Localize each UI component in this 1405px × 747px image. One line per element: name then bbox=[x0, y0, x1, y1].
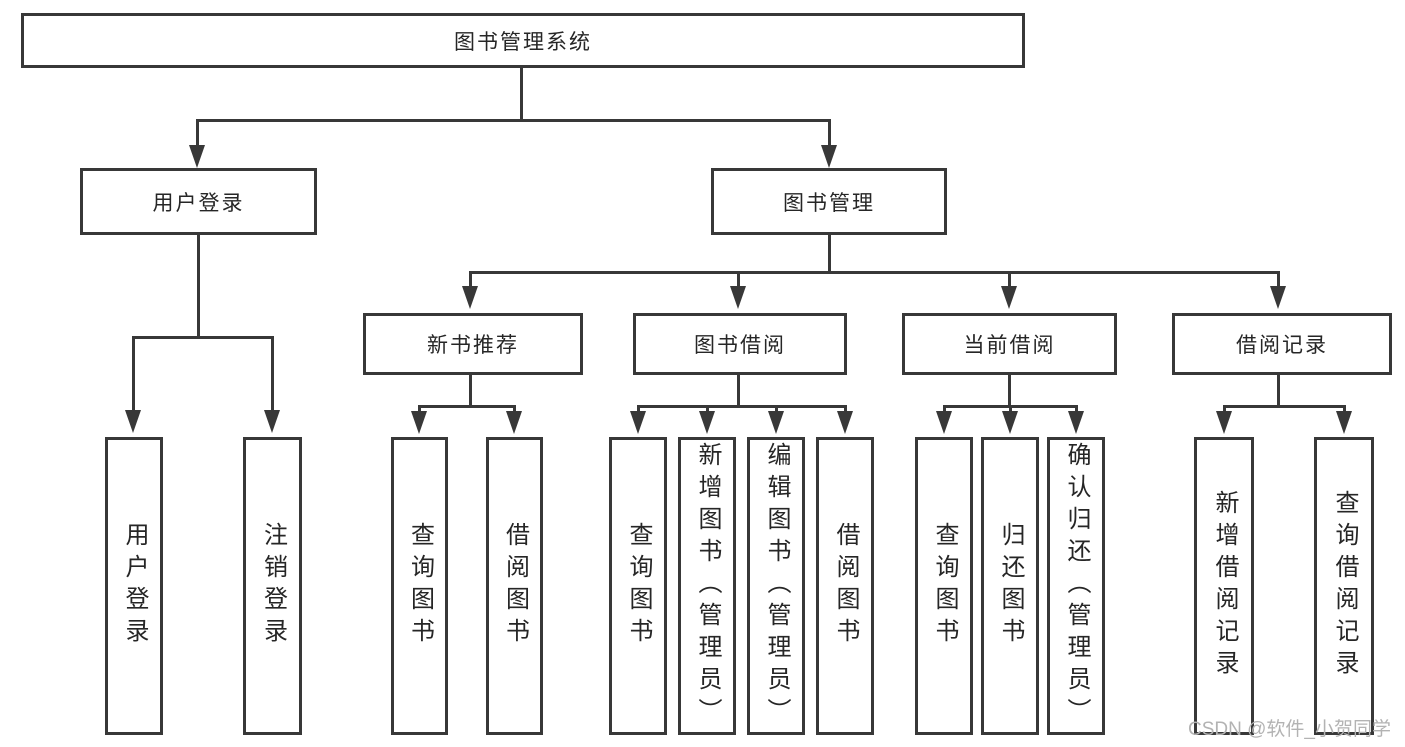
connector-line bbox=[1277, 375, 1280, 408]
node-recommend-borrow-books: 借阅图书 bbox=[486, 437, 543, 735]
arrow-down-icon bbox=[768, 411, 784, 434]
node-recommend-query-books: 查询图书 bbox=[391, 437, 448, 735]
connector-line bbox=[943, 405, 946, 413]
arrow-down-icon bbox=[411, 411, 427, 434]
node-library-management-system: 图书管理系统 bbox=[21, 13, 1025, 68]
connector-line bbox=[737, 375, 740, 408]
node-current-return-books: 归还图书 bbox=[981, 437, 1039, 735]
connector-line bbox=[520, 66, 523, 122]
connector-line bbox=[844, 405, 847, 413]
connector-line bbox=[1008, 375, 1011, 408]
connector-line bbox=[196, 119, 199, 147]
arrow-down-icon bbox=[1336, 411, 1352, 434]
connector-line bbox=[637, 405, 640, 413]
connector-line bbox=[1009, 405, 1012, 413]
connector-line bbox=[1075, 405, 1078, 413]
connector-line bbox=[418, 405, 516, 408]
connector-line bbox=[828, 119, 831, 147]
arrow-down-icon bbox=[936, 411, 952, 434]
connector-line bbox=[775, 405, 778, 413]
arrow-down-icon bbox=[1270, 286, 1286, 309]
connector-line bbox=[469, 375, 472, 408]
connector-line bbox=[1343, 405, 1346, 413]
node-current-confirm-return-admin: 确认归还（管理员） bbox=[1047, 437, 1105, 735]
csdn-watermark: CSDN @软件_小贺同学 bbox=[1188, 719, 1391, 740]
connector-line bbox=[469, 271, 472, 288]
node-borrowing-query-books: 查询图书 bbox=[609, 437, 667, 735]
arrow-down-icon bbox=[630, 411, 646, 434]
node-user-login-leaf: 用户登录 bbox=[105, 437, 163, 735]
connector-line bbox=[271, 336, 274, 411]
connector-line bbox=[132, 336, 274, 339]
connector-line bbox=[637, 405, 847, 408]
arrow-down-icon bbox=[1216, 411, 1232, 434]
arrow-down-icon bbox=[264, 410, 280, 433]
node-records-add-record: 新增借阅记录 bbox=[1194, 437, 1254, 735]
arrow-down-icon bbox=[125, 410, 141, 433]
connector-line bbox=[469, 271, 1280, 274]
node-borrowing-borrow-books: 借阅图书 bbox=[816, 437, 874, 735]
arrow-down-icon bbox=[189, 145, 205, 168]
node-book-borrowing: 图书借阅 bbox=[633, 313, 847, 375]
connector-line bbox=[1008, 271, 1011, 288]
arrow-down-icon bbox=[730, 286, 746, 309]
node-logout-leaf: 注销登录 bbox=[243, 437, 302, 735]
arrow-down-icon bbox=[1068, 411, 1084, 434]
connector-line bbox=[737, 271, 740, 288]
connector-line bbox=[196, 119, 831, 122]
connector-line bbox=[1223, 405, 1226, 413]
arrow-down-icon bbox=[462, 286, 478, 309]
node-user-login: 用户登录 bbox=[80, 168, 317, 235]
node-borrowing-edit-books-admin: 编辑图书（管理员） bbox=[747, 437, 805, 735]
node-new-book-recommend: 新书推荐 bbox=[363, 313, 583, 375]
node-records-query-record: 查询借阅记录 bbox=[1314, 437, 1374, 735]
node-current-query-books: 查询图书 bbox=[915, 437, 973, 735]
connector-line bbox=[1223, 405, 1345, 408]
connector-line bbox=[197, 235, 200, 339]
connector-line bbox=[418, 405, 421, 413]
connector-line bbox=[132, 336, 135, 411]
arrow-down-icon bbox=[1002, 411, 1018, 434]
arrow-down-icon bbox=[506, 411, 522, 434]
connector-line bbox=[513, 405, 516, 413]
arrow-down-icon bbox=[1001, 286, 1017, 309]
node-borrowing-records: 借阅记录 bbox=[1172, 313, 1392, 375]
connector-line bbox=[706, 405, 709, 413]
arrow-down-icon bbox=[821, 145, 837, 168]
arrow-down-icon bbox=[699, 411, 715, 434]
node-borrowing-add-books-admin: 新增图书（管理员） bbox=[678, 437, 736, 735]
node-book-management: 图书管理 bbox=[711, 168, 947, 235]
connector-line bbox=[828, 235, 831, 274]
node-current-borrowing: 当前借阅 bbox=[902, 313, 1117, 375]
connector-line bbox=[1277, 271, 1280, 288]
arrow-down-icon bbox=[837, 411, 853, 434]
